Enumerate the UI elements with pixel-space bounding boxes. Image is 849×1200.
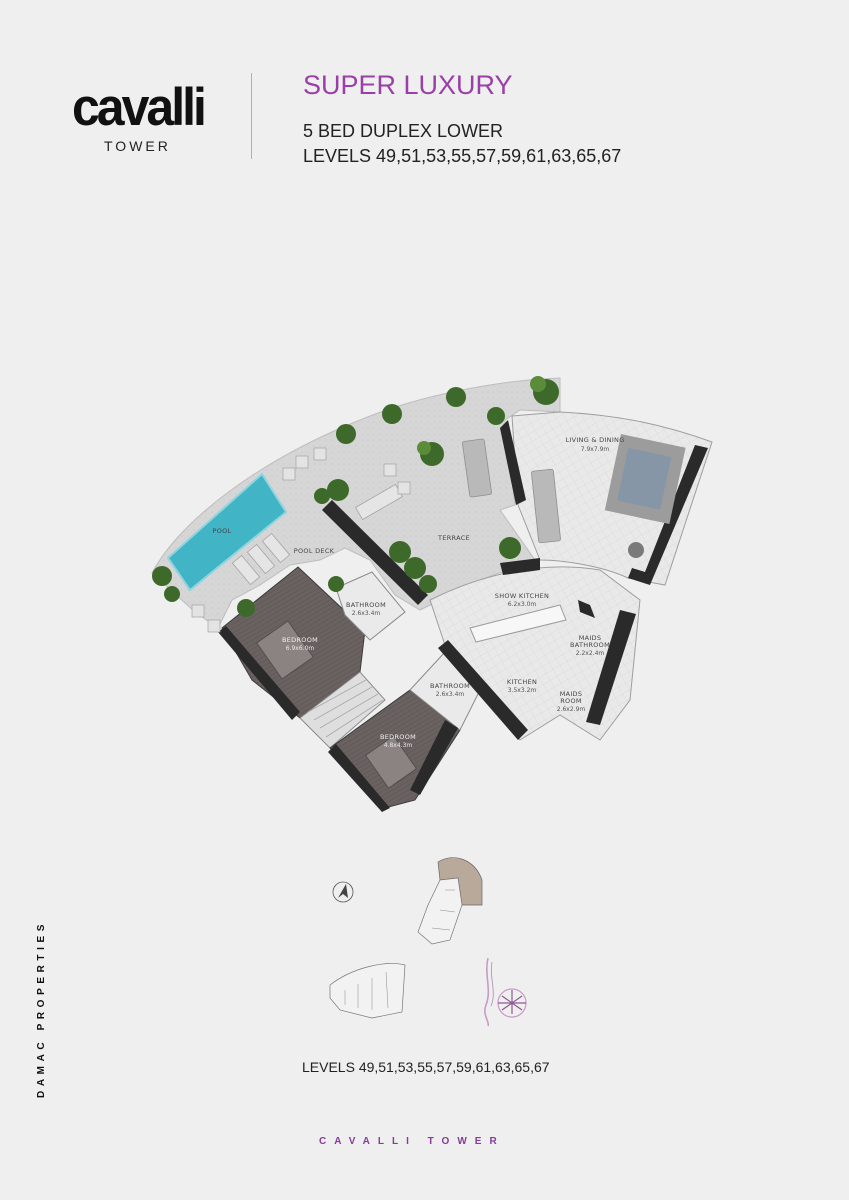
svg-text:2.6x3.4m: 2.6x3.4m (352, 610, 381, 617)
svg-text:TERRACE: TERRACE (437, 534, 470, 542)
svg-text:MAIDS: MAIDS (579, 634, 602, 642)
side-brand: DAMAC PROPERTIES (36, 919, 47, 1098)
svg-text:BEDROOM: BEDROOM (380, 733, 416, 741)
kitchen-island (469, 604, 567, 643)
unit-type: 5 BED DUPLEX LOWER (303, 121, 504, 141)
svg-text:MAIDS: MAIDS (560, 690, 583, 698)
category-title: SUPER LUXURY (303, 70, 513, 100)
terrace-seats (191, 447, 411, 633)
key-plan-levels: LEVELS 49,51,53,55,57,59,61,63,65,67 (302, 1059, 550, 1075)
cavalli-logo: cavalli (72, 77, 207, 137)
planters-greenery (152, 376, 559, 617)
svg-text:KITCHEN: KITCHEN (507, 678, 537, 686)
svg-text:LIVING & DINING: LIVING & DINING (565, 436, 624, 444)
svg-text:2.2x2.4m: 2.2x2.4m (576, 650, 605, 657)
svg-text:2.6x2.9m: 2.6x2.9m (557, 706, 586, 713)
unit-levels: LEVELS 49,51,53,55,57,59,61,63,65,67 (303, 146, 622, 166)
svg-text:POOL DECK: POOL DECK (294, 547, 335, 555)
svg-text:SHOW KITCHEN: SHOW KITCHEN (495, 592, 549, 600)
bedroom-2-bed (365, 735, 417, 789)
svg-text:BATHROOM: BATHROOM (346, 601, 386, 609)
bedroom-1-bed (256, 620, 314, 680)
svg-text:7.9x7.9m: 7.9x7.9m (581, 446, 610, 453)
pool-loungers (231, 483, 403, 586)
key-plan (329, 857, 527, 1027)
svg-text:ROOM: ROOM (560, 697, 582, 705)
logo-subtitle: TOWER (104, 138, 171, 154)
svg-text:BEDROOM: BEDROOM (282, 636, 318, 644)
svg-text:4.8x4.3m: 4.8x4.3m (384, 742, 413, 749)
svg-text:6.2x3.0m: 6.2x3.0m (508, 601, 537, 608)
structural-walls (218, 420, 708, 812)
bathroom-1-floor (335, 571, 406, 641)
room-labels: LIVING & DINING 7.9x7.9m TERRACE POOL PO… (213, 436, 625, 749)
north-arrow-icon (332, 881, 354, 903)
svg-text:2.6x3.4m: 2.6x3.4m (436, 691, 465, 698)
header-divider (251, 73, 252, 159)
stair-treads (307, 679, 384, 738)
pool-water (166, 472, 288, 592)
living-sofa-set (604, 434, 686, 558)
dining-tables (462, 438, 561, 544)
svg-text:BATHROOM: BATHROOM (570, 641, 610, 649)
footer-brand: CAVALLI TOWER (319, 1136, 505, 1147)
svg-text:BATHROOM: BATHROOM (430, 682, 470, 690)
svg-text:POOL: POOL (213, 527, 232, 535)
stair-corridor (299, 671, 386, 749)
svg-text:3.5x3.2m: 3.5x3.2m (508, 687, 537, 694)
svg-text:6.9x6.0m: 6.9x6.0m (286, 645, 315, 652)
